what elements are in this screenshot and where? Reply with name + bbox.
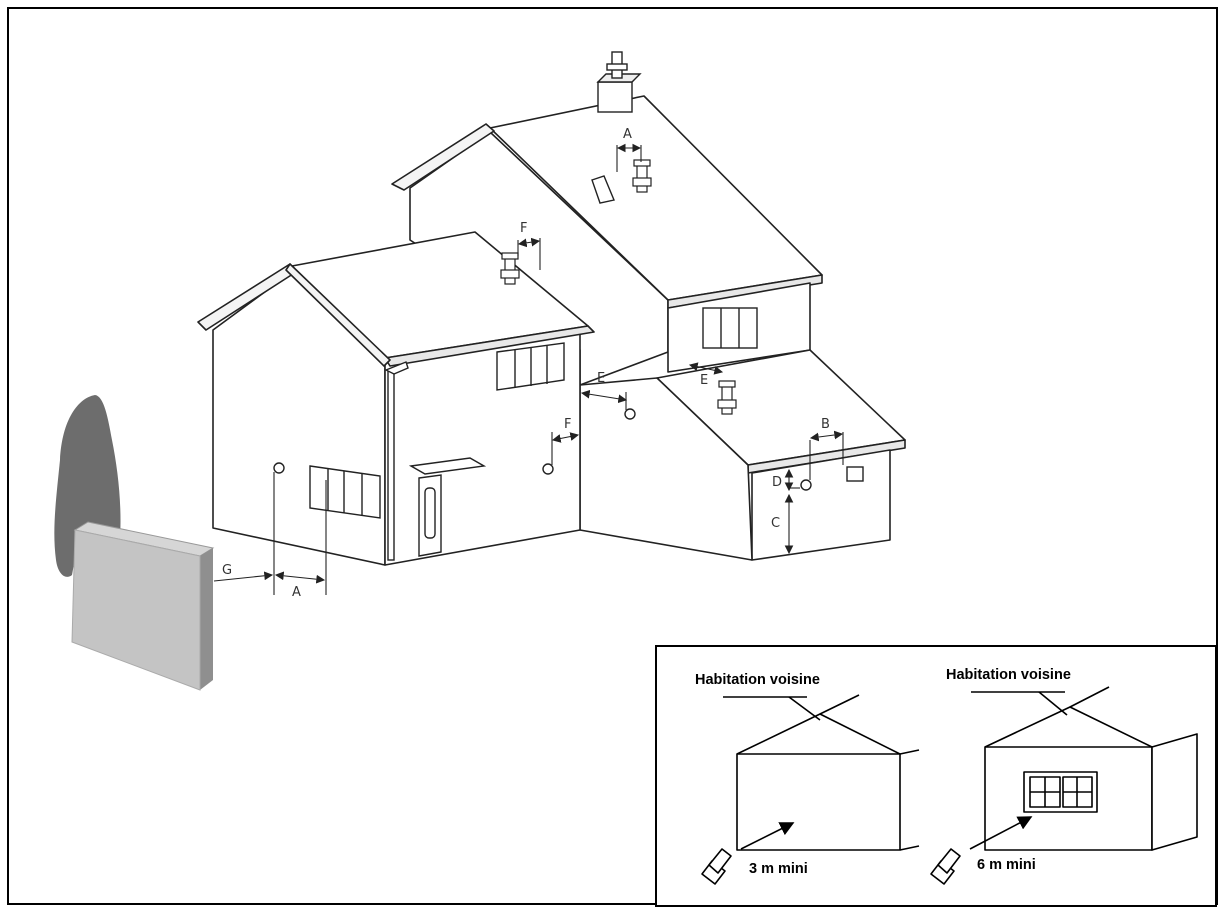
gable-window [309,465,381,519]
left-flue-terminal [701,848,732,885]
label-wall-corner: E [597,371,605,386]
right-neighbour-title: Habitation voisine [946,667,1071,683]
garden-wall [71,521,215,691]
garage-vent [846,466,864,482]
label-ground-gap: A [292,585,301,600]
right-flue-terminal [930,848,961,885]
rear-house [391,95,906,561]
leanto-flue-terminal [717,380,737,415]
front-wall-terminal-right [624,408,636,420]
right-distance-label: 6 m mini [977,857,1036,873]
roof-window [591,175,615,204]
garage-wall-terminal [800,479,812,491]
left-neighbour-title: Habitation voisine [695,672,820,688]
label-ground-height: C [771,516,780,531]
inset-neighbour-distances: Habitation voisine Habitation voisine 3 … [655,645,1217,907]
label-wall-to-window: B [821,417,830,432]
label-gable-side: F [564,417,571,432]
label-roof-eave: E [700,373,708,388]
front-wall-terminal-left [542,463,554,475]
front-door [408,457,487,557]
label-below-roof: D [772,475,782,490]
label-roof-gap: A [623,127,632,142]
front-house [197,231,595,566]
neighbour-window [1023,771,1098,813]
label-roof-edge: F [520,221,527,236]
label-obstacle: G [222,563,232,578]
front-upper-window [496,342,565,391]
roof-flue-terminal [632,159,652,193]
upper-right-window [702,307,758,349]
chimney [596,51,642,113]
front-roof-terminal [500,252,520,285]
left-neighbour-house [736,713,901,851]
downpipe [384,361,409,561]
left-distance-label: 3 m mini [749,861,808,877]
inset-drawing [701,686,1198,885]
gable-wall-terminal [273,462,285,474]
